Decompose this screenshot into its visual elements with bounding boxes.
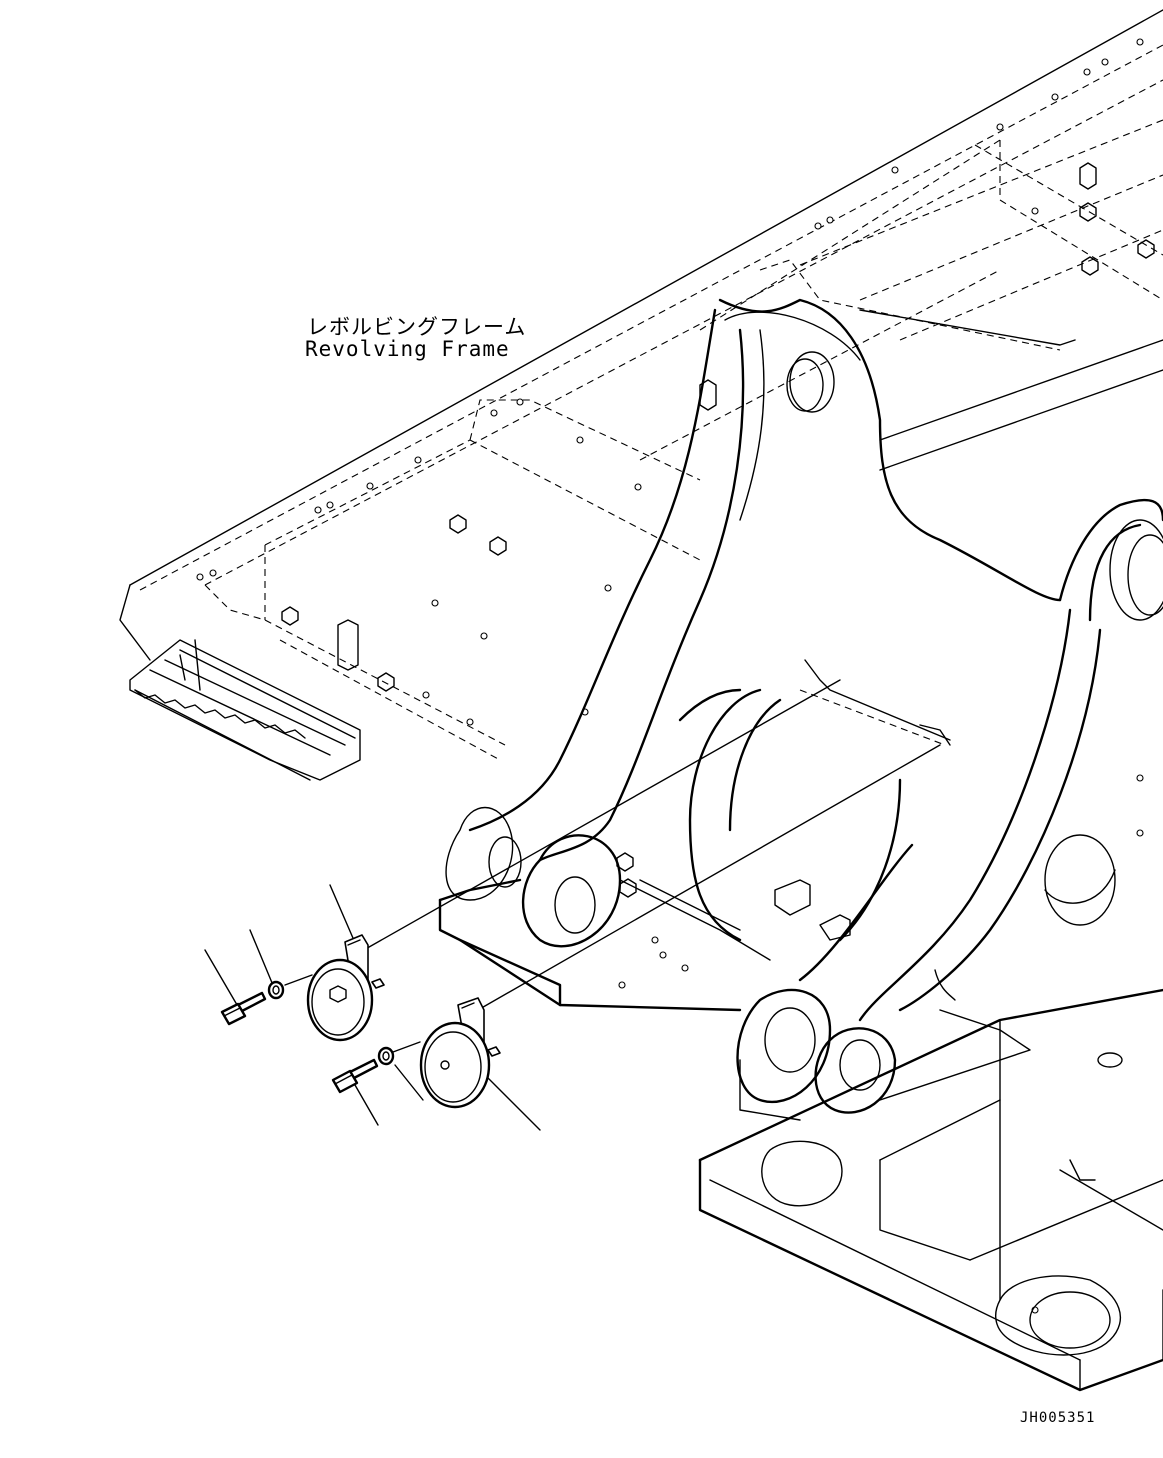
bolt-left <box>220 991 267 1026</box>
assembly-lines <box>204 679 941 1131</box>
horn-left <box>306 934 385 1042</box>
washers <box>267 980 395 1066</box>
drawing-id: JH005351 <box>1020 1410 1096 1426</box>
bolt-right <box>331 1058 379 1094</box>
upper-deck <box>119 9 1163 761</box>
lower-base <box>438 806 851 1012</box>
washer-left <box>267 980 285 1000</box>
part-name-en: Revolving Frame <box>305 337 510 361</box>
step <box>129 639 361 781</box>
lower-right-frame <box>698 969 1163 1392</box>
boom-bracket <box>468 298 1163 1022</box>
horn-right <box>419 997 501 1109</box>
deck-fasteners <box>196 38 1144 1314</box>
part-name-jp: レボルビングフレーム <box>307 315 527 339</box>
deck-nuts <box>281 162 1155 898</box>
washer-right <box>377 1046 395 1066</box>
